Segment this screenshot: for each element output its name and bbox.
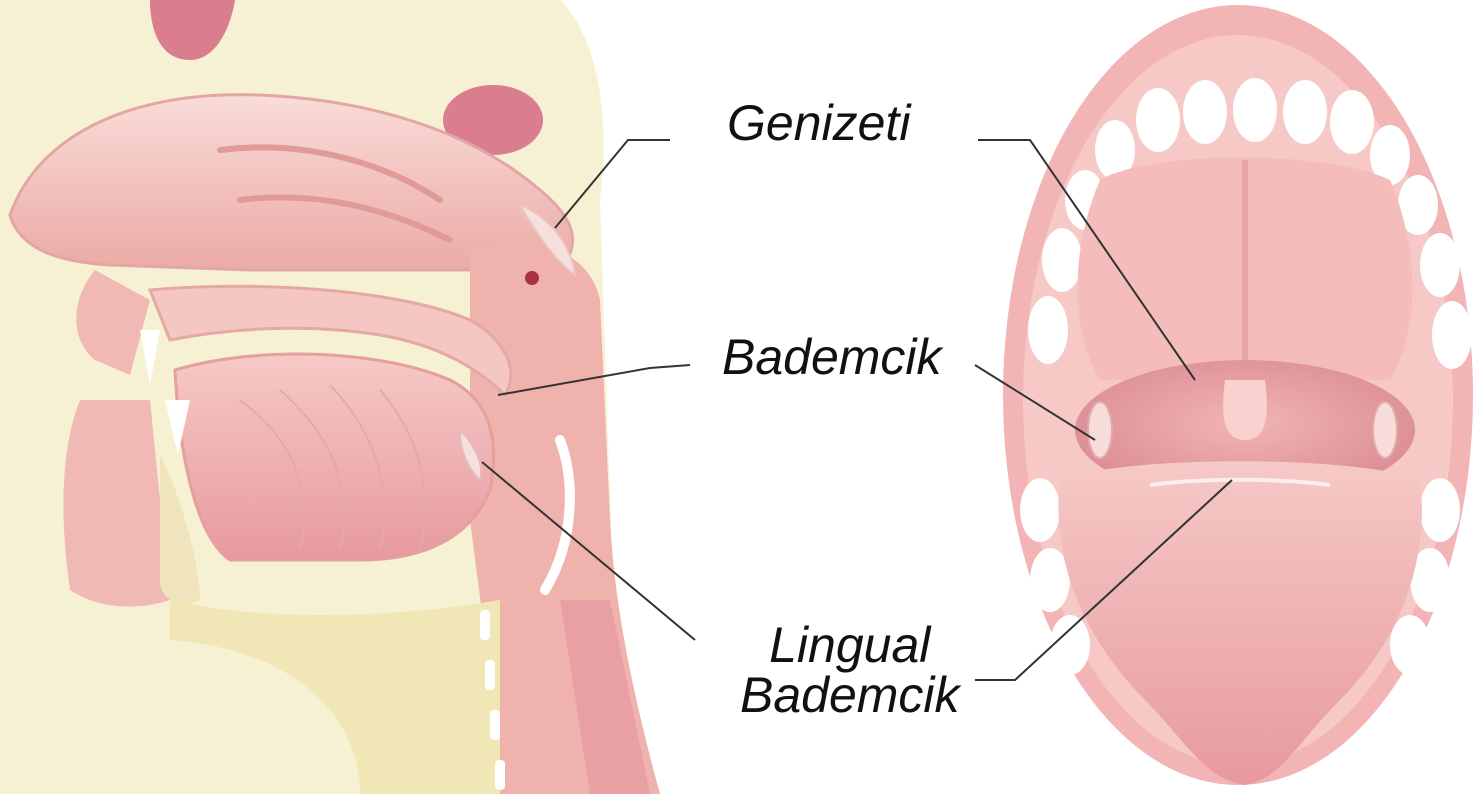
palatine-tonsil-left <box>1088 402 1112 458</box>
label-lingual-line1: Lingual <box>740 620 960 670</box>
sagittal-head-section <box>0 0 660 794</box>
palatine-tonsil-right <box>1373 402 1397 458</box>
uvula <box>1223 380 1267 440</box>
tongue <box>175 354 494 560</box>
tongue-front <box>1058 461 1422 785</box>
label-lingual-bademcik: Lingual Bademcik <box>740 620 960 720</box>
label-lingual-line2: Bademcik <box>740 670 960 720</box>
eustachian-opening <box>525 271 539 285</box>
open-mouth-view <box>1003 5 1473 785</box>
label-bademcik: Bademcik <box>722 332 942 382</box>
label-genizeti: Genizeti <box>727 98 910 148</box>
